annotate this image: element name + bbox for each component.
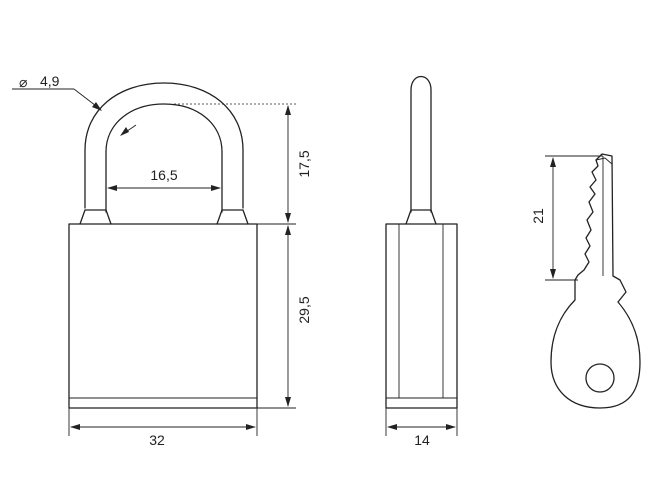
body-height-dimension: 29,5 — [257, 225, 312, 409]
body-thickness-dimension: 14 — [385, 408, 458, 448]
key-length-dimension: 21 — [530, 155, 603, 281]
padlock-front-view — [68, 82, 258, 409]
shackle-inner-width-dimension: 16,5 — [107, 167, 221, 191]
shackle-left-collar — [79, 209, 112, 225]
shackle-inner-width-label: 16,5 — [150, 167, 177, 183]
key-tip-detail — [595, 157, 613, 165]
shackle-side-collar — [405, 209, 437, 225]
shackle-inner-contour — [105, 103, 223, 213]
key-drawing — [550, 153, 641, 409]
padlock-body-front — [68, 223, 258, 409]
key-length-label: 21 — [530, 208, 546, 224]
body-width-dimension: 32 — [68, 408, 258, 448]
diameter-symbol: ⌀ — [19, 74, 27, 90]
shackle-diameter-callout: ⌀ 4,9 — [12, 73, 137, 136]
padlock-side-view — [385, 75, 458, 409]
key-ring-hole — [585, 363, 615, 393]
body-height-label: 29,5 — [296, 296, 312, 323]
shackle-right-collar — [216, 209, 249, 225]
shackle-outer-contour — [84, 82, 244, 209]
shackle-diameter-label: 4,9 — [40, 73, 60, 89]
body-width-label: 32 — [149, 432, 165, 448]
body-thickness-label: 14 — [414, 432, 430, 448]
key-outline — [550, 153, 641, 409]
shackle-side-profile — [410, 75, 432, 213]
padlock-body-side — [385, 223, 458, 409]
shackle-height-label: 17,5 — [296, 150, 312, 177]
shackle-height-dimension: 17,5 — [174, 103, 312, 225]
